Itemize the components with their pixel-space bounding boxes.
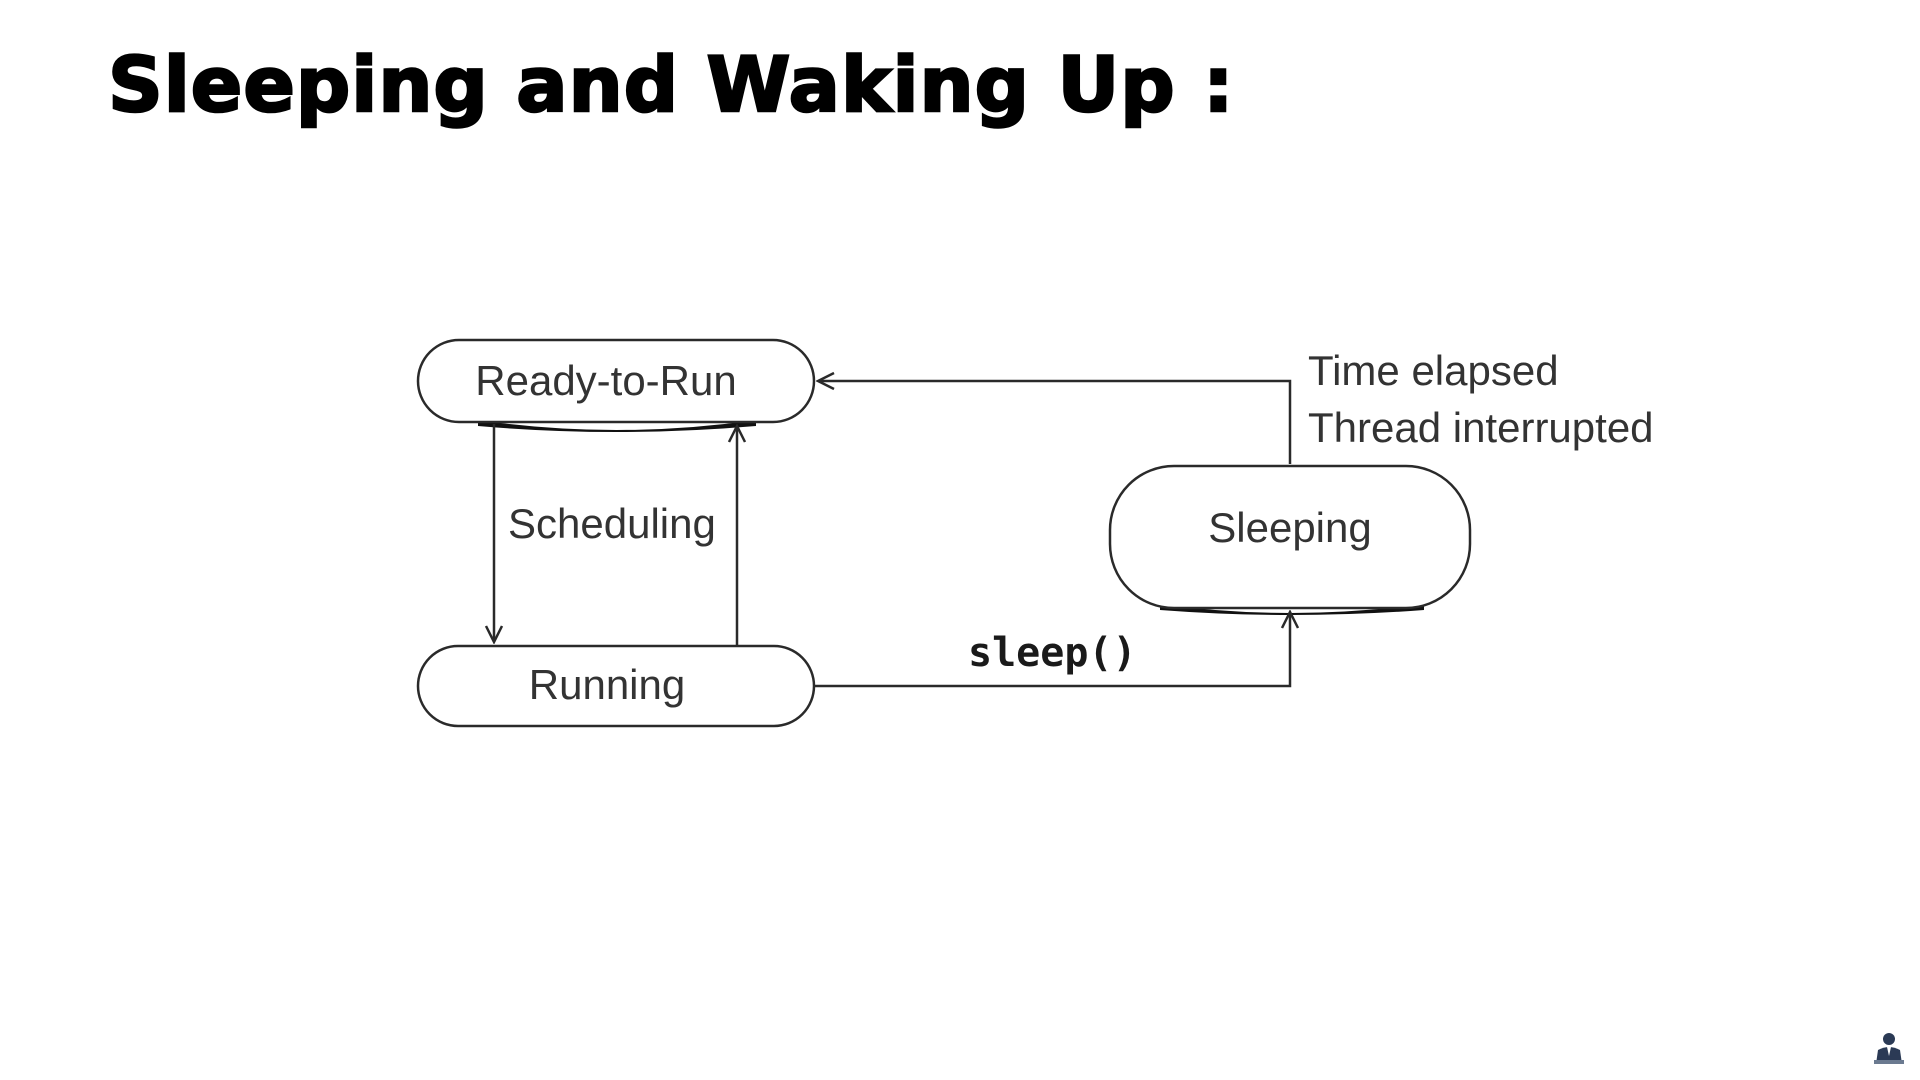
ready-node-label: Ready-to-Run — [475, 357, 736, 404]
sleeping-node-label: Sleeping — [1208, 504, 1371, 551]
sleeping-shadow — [1160, 604, 1424, 615]
ready-node-box — [416, 338, 816, 424]
scheduling-label: Scheduling — [508, 500, 716, 547]
presenter-icon — [1874, 1033, 1904, 1064]
running-node-label: Running — [529, 661, 685, 708]
state-running: Running — [416, 644, 816, 728]
edge-running-to-sleeping — [815, 612, 1290, 688]
page-title: Sleeping and Waking Up : — [107, 39, 1235, 131]
wake-reason-thread-interrupted: Thread interrupted — [1308, 404, 1654, 451]
sleeping-node-box — [1108, 464, 1472, 610]
state-ready-to-run: Ready-to-Run — [416, 338, 816, 432]
running-node-box — [416, 644, 816, 728]
ready-shadow — [478, 420, 756, 432]
edge-sleeping-to-ready — [818, 381, 1292, 464]
sleep-call-label: sleep() — [968, 630, 1137, 676]
wake-reason-time-elapsed: Time elapsed — [1308, 347, 1559, 394]
state-sleeping: Sleeping — [1108, 464, 1472, 615]
